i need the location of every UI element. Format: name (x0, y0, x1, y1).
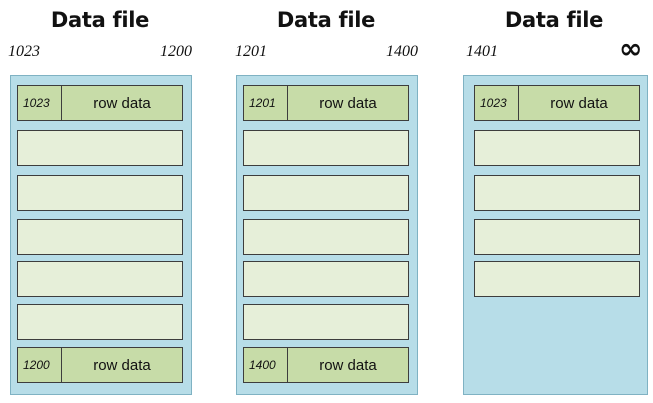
row-data: row data (319, 94, 377, 112)
data-file-1-title: Data file (50, 8, 150, 32)
data-file-1-row-empty (17, 130, 183, 166)
data-file-2-range-start: 1201 (235, 43, 267, 60)
data-file-3: 1023 row data (463, 75, 648, 395)
row-key: 1200 (18, 348, 62, 382)
row-data: row data (319, 356, 377, 374)
data-file-2-row-last: 1400 row data (243, 347, 409, 383)
data-file-2-row-empty (243, 304, 409, 340)
infinity-icon: ∞ (619, 32, 643, 65)
data-file-2-row-empty (243, 175, 409, 211)
data-file-2-range-end: 1400 (386, 43, 418, 60)
data-file-1: 1023 row data 1200 row data (10, 75, 192, 395)
data-file-1-row-empty (17, 219, 183, 255)
data-file-2-row-first: 1201 row data (243, 85, 409, 121)
data-file-2-row-empty (243, 130, 409, 166)
data-file-3-range-start: 1401 (466, 43, 498, 60)
data-file-3-title: Data file (504, 8, 604, 32)
data-file-1-range-end: 1200 (160, 43, 192, 60)
data-file-1-row-empty (17, 304, 183, 340)
data-file-1-row-empty (17, 261, 183, 297)
data-file-3-row-empty (474, 261, 640, 297)
row-data: row data (93, 94, 151, 112)
row-key: 1400 (244, 348, 288, 382)
data-file-2-row-empty (243, 261, 409, 297)
data-file-3-row-empty (474, 219, 640, 255)
row-key: 1023 (475, 86, 519, 120)
data-file-2-title: Data file (276, 8, 376, 32)
row-key: 1201 (244, 86, 288, 120)
data-file-1-range-start: 1023 (8, 43, 40, 60)
data-file-1-row-last: 1200 row data (17, 347, 183, 383)
data-file-3-row-first: 1023 row data (474, 85, 640, 121)
data-file-1-row-empty (17, 175, 183, 211)
data-file-2: 1201 row data 1400 row data (236, 75, 418, 395)
data-file-3-row-empty (474, 130, 640, 166)
data-file-3-row-empty (474, 175, 640, 211)
row-data: row data (550, 94, 608, 112)
row-key: 1023 (18, 86, 62, 120)
data-file-1-row-first: 1023 row data (17, 85, 183, 121)
row-data: row data (93, 356, 151, 374)
data-file-2-row-empty (243, 219, 409, 255)
